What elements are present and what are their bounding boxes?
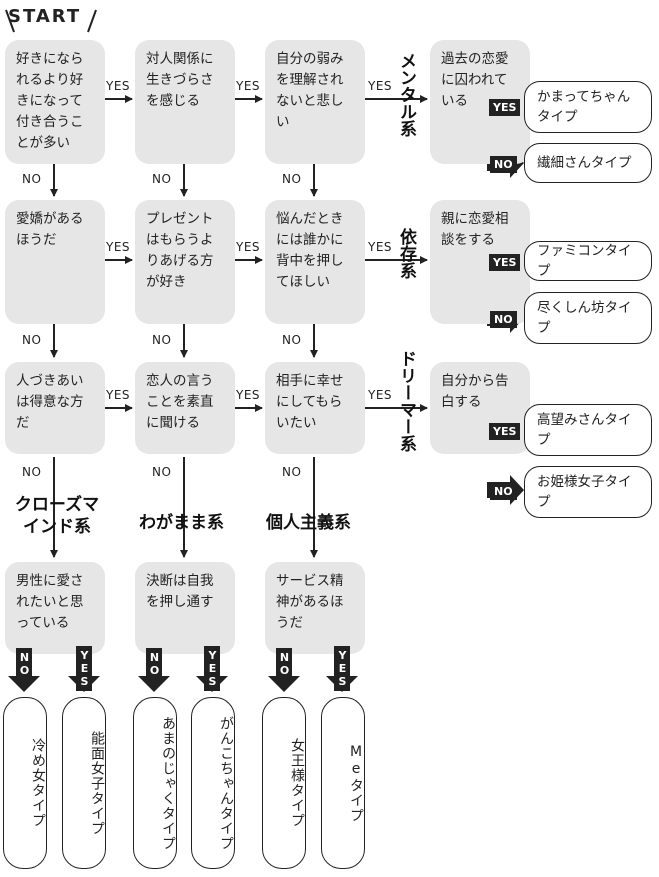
category-closed: クローズマインド系	[14, 495, 100, 537]
yes-label: YES	[368, 79, 393, 93]
yes-label: YES	[368, 240, 393, 254]
no-label: NO	[22, 333, 42, 347]
yes-tag: YES	[204, 646, 220, 691]
no-label: NO	[282, 465, 302, 479]
category-dreamer: ドリーマー系	[396, 350, 416, 452]
question-14: 決断は自我を押し通す	[135, 562, 235, 654]
result-koubou: 高望みさんタイプ	[524, 404, 652, 456]
no-label: NO	[22, 172, 42, 186]
question-10: 恋人の言うことを素直に聞ける	[135, 362, 235, 454]
yes-tag: YES	[489, 254, 521, 271]
no-label: NO	[152, 465, 172, 479]
result-sensai: 繊細さんタイプ	[524, 143, 652, 183]
no-label: NO	[22, 465, 42, 479]
yes-tag: YES	[76, 646, 92, 691]
question-2: 対人関係に生きづらさを感じる	[135, 40, 235, 164]
start-label: START	[8, 6, 82, 27]
yes-label: YES	[236, 79, 261, 93]
result-ganko: がんこちゃんタイプ	[191, 697, 235, 869]
question-4: 過去の恋愛に囚われている	[430, 40, 530, 164]
no-tag: NO	[16, 648, 32, 680]
category-kojin: 個人主義系	[266, 513, 351, 533]
result-famicom: ファミコンタイプ	[524, 241, 652, 281]
category-wagamama: わがまま系	[139, 513, 224, 533]
yes-tag: YES	[334, 646, 350, 691]
result-reime: 冷め女タイプ	[3, 697, 47, 869]
question-15: サービス精神があるほうだ	[265, 562, 365, 654]
start-slash-right	[87, 9, 97, 33]
start-slash-left	[5, 9, 15, 33]
no-tag: NO	[490, 483, 517, 500]
question-9: 人づきあいは得意な方だ	[5, 362, 105, 454]
yes-tag: YES	[489, 423, 521, 440]
no-tag: NO	[490, 311, 517, 328]
yes-label: YES	[236, 388, 261, 402]
question-3: 自分の弱みを理解されないと悲しい	[265, 40, 365, 164]
question-7: 悩んだときには誰かに背中を押してほしい	[265, 200, 365, 324]
yes-label: YES	[106, 388, 131, 402]
question-12: 自分から告白する	[430, 362, 530, 454]
question-13: 男性に愛されたいと思っている	[5, 562, 105, 654]
no-label: NO	[282, 172, 302, 186]
category-izon: 依存系	[396, 228, 416, 279]
no-tag: NO	[276, 648, 292, 680]
result-me: Meタイプ	[321, 697, 365, 869]
no-label: NO	[282, 333, 302, 347]
yes-label: YES	[236, 240, 261, 254]
no-tag: NO	[490, 156, 517, 173]
no-tag: NO	[146, 648, 162, 680]
question-1: 好きになられるより好きになって付き合うことが多い	[5, 40, 105, 164]
question-6: プレゼントはもらうよりあげる方が好き	[135, 200, 235, 324]
category-mental: メンタル系	[396, 52, 416, 137]
result-tsukushinbo: 尽くしん坊タイプ	[524, 292, 652, 344]
yes-tag: YES	[489, 99, 521, 116]
yes-label: YES	[106, 240, 131, 254]
no-label: NO	[152, 333, 172, 347]
result-ohime: お姫様女子タイプ	[524, 466, 652, 518]
result-amanojaku: あまのじゃくタイプ	[133, 697, 177, 869]
no-label: NO	[152, 172, 172, 186]
yes-label: YES	[368, 388, 393, 402]
result-noumen: 能面女子タイプ	[62, 697, 106, 869]
question-5: 愛嬌があるほうだ	[5, 200, 105, 324]
result-kamatte: かまってちゃんタイプ	[524, 81, 652, 133]
question-11: 相手に幸せにしてもらいたい	[265, 362, 365, 454]
yes-label: YES	[106, 79, 131, 93]
result-joou: 女王様タイプ	[262, 697, 306, 869]
